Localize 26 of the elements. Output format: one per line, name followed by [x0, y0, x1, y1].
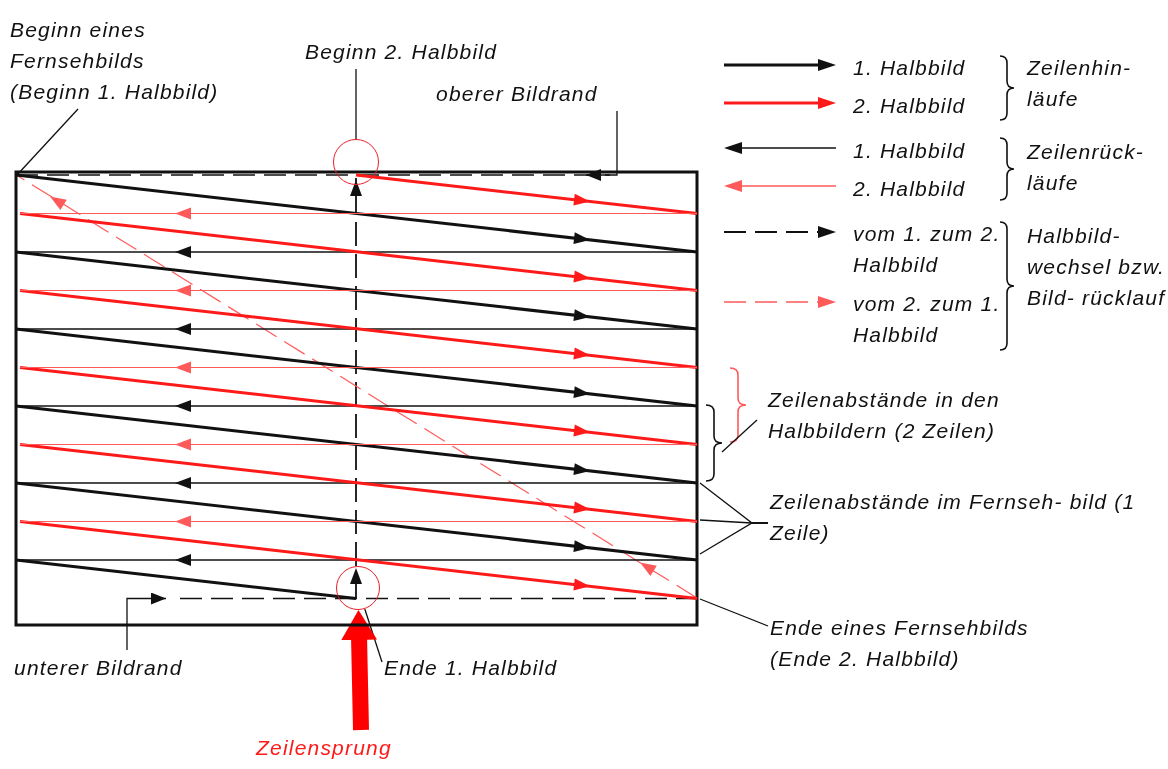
leader-line	[699, 522, 769, 555]
legend-group-label: Zeilenhin- läufe	[1027, 55, 1133, 112]
callout-text: Ende 1. Halbbild	[384, 655, 559, 681]
callout-text: Zeilenabstände im Fernseh- bild (1 Zeile)	[770, 489, 1137, 546]
legend-label: vom 1. zum 2. Halbbild	[853, 221, 1002, 278]
leader-line	[355, 68, 357, 140]
callout-text: Zeilensprung	[256, 735, 393, 761]
legend-label: 2. Halbbild	[853, 176, 967, 202]
legend-label: 2. Halbbild	[853, 93, 967, 119]
annotation-text: Zeilenabstände in den Halbbildern (2 Zeilen)	[768, 387, 1001, 444]
leader-line	[699, 598, 769, 627]
callout-text: oberer Bildrand	[436, 81, 599, 107]
legend-label: vom 2. zum 1. Halbbild	[853, 291, 1002, 348]
callout-text: Beginn eines Fernsehbilds	[10, 17, 147, 74]
arrow	[341, 610, 378, 731]
callout-text: Beginn 2. Halbbild	[305, 39, 499, 65]
leader-line	[364, 608, 383, 663]
legend-label: 1. Halbbild	[853, 55, 967, 81]
legend-group-label: Halbbild- wechsel bzw. Bild- rücklauf	[1027, 223, 1167, 311]
legend-group-label: Zeilenrück- läufe	[1027, 139, 1146, 196]
callout-text: (Ende 2. Halbbild)	[770, 646, 961, 672]
callout-text: (Beginn 1. Halbbild)	[10, 79, 220, 105]
legend-label: 1. Halbbild	[853, 138, 967, 164]
callout-text: unterer Bildrand	[14, 655, 184, 681]
leader-line	[126, 592, 167, 651]
callout-text: Ende eines Fernsehbilds	[770, 615, 1030, 641]
